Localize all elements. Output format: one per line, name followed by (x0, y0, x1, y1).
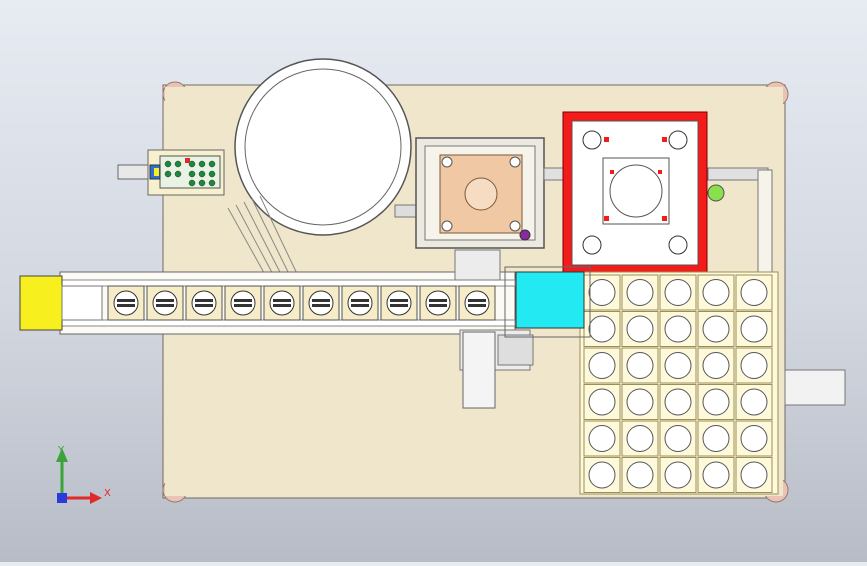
tray-cell (621, 384, 659, 420)
conveyor-nest (302, 285, 340, 321)
tray-cell (621, 311, 659, 347)
red-frame-station (562, 111, 708, 276)
tray-cell (697, 420, 735, 457)
conveyor-nest (224, 285, 262, 321)
axis-y-label: Y (57, 445, 65, 456)
conveyor-nest (380, 285, 418, 321)
conveyor-nest (107, 285, 145, 321)
output-tray-grid (579, 271, 779, 495)
tray-cell (697, 311, 735, 347)
conveyor-nest (185, 285, 223, 321)
transfer-plate (504, 266, 591, 338)
feed-chute (227, 195, 301, 281)
tray-cell (583, 347, 621, 384)
tray-cell (659, 311, 697, 347)
conveyor-nests (107, 285, 496, 321)
tray-cell (735, 274, 773, 311)
tray-cell (697, 274, 735, 311)
tray-cell (659, 420, 697, 457)
conveyor-nest (146, 285, 184, 321)
conveyor-nest (458, 285, 496, 321)
tray-cell (697, 347, 735, 384)
tray-cell (659, 384, 697, 420)
tray-cell (659, 347, 697, 384)
cyan-transfer-block (515, 271, 585, 329)
tray-cell (621, 420, 659, 457)
tray-cell (583, 274, 621, 311)
tray-cell (621, 457, 659, 493)
tray-cell (659, 274, 697, 311)
tray-cell (735, 457, 773, 493)
tray-cell (583, 311, 621, 347)
tray-cell (697, 457, 735, 493)
tray-cell (697, 384, 735, 420)
green-sensor (707, 184, 725, 202)
tray-cell (621, 347, 659, 384)
conveyor-assembly (19, 271, 516, 335)
conveyor-end-block (19, 275, 63, 331)
tray-cell (659, 457, 697, 493)
pusher-cylinder (454, 249, 534, 409)
tray-cell (735, 384, 773, 420)
tray-cell (735, 420, 773, 457)
conveyor-nest (263, 285, 301, 321)
axis-triad-icon: Y X (56, 445, 111, 504)
tray-cell (583, 384, 621, 420)
conveyor-nest (419, 285, 457, 321)
guide-rail-horizontal (543, 167, 565, 181)
press-station (415, 137, 545, 249)
side-exit-block (784, 369, 846, 406)
tray-cell (621, 274, 659, 311)
axis-x-label: X (104, 488, 111, 499)
tray-cell (583, 420, 621, 457)
tray-cell (735, 347, 773, 384)
conveyor-nest (341, 285, 379, 321)
controller-box (117, 149, 225, 196)
tray-cell (583, 457, 621, 493)
tray-cell (735, 311, 773, 347)
vibratory-bowl-feeder (234, 58, 421, 236)
